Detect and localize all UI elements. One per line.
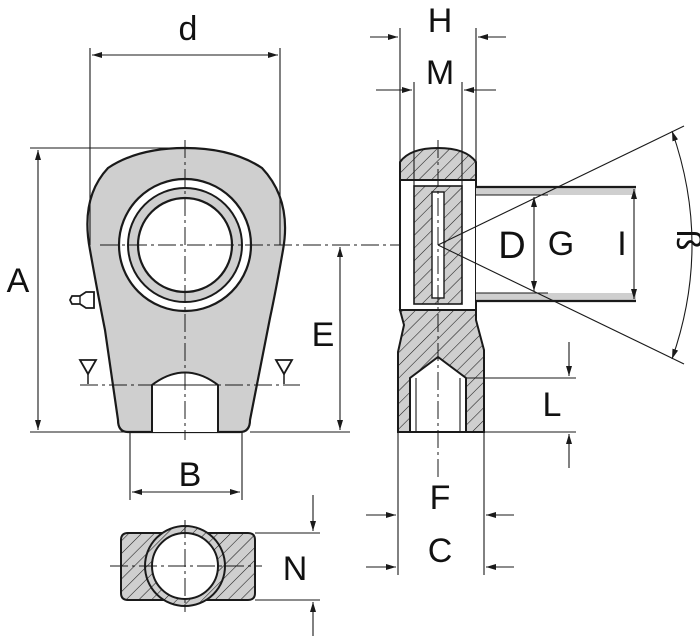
dimension-b: [129, 432, 243, 500]
label-d: d: [179, 10, 198, 48]
dimension-d: [89, 48, 281, 245]
bottom-view: N: [110, 495, 320, 636]
dimension-n: [255, 495, 320, 636]
dimension-l: [466, 342, 576, 468]
label-m: M: [426, 54, 454, 92]
triangle-down-icon: [274, 359, 294, 384]
dimension-h: [370, 28, 506, 180]
dimension-m: [376, 82, 496, 186]
label-a: A: [7, 262, 30, 300]
dimension-a: [30, 147, 185, 433]
label-beta: ß: [669, 230, 700, 251]
label-h: H: [428, 2, 453, 40]
label-f: F: [430, 479, 451, 517]
dimension-e: [250, 247, 350, 433]
label-i: I: [617, 225, 626, 263]
dimension-c: [366, 525, 514, 575]
dimension-beta: [437, 125, 693, 365]
triangle-down-icon: [78, 359, 98, 384]
grease-nipple: [68, 291, 95, 309]
label-d-bore: D: [498, 225, 525, 267]
label-b: B: [179, 456, 202, 494]
label-c: C: [428, 532, 453, 570]
front-view: d A E B: [7, 10, 540, 500]
dimension-f: [366, 432, 514, 525]
side-view: H M D G I ß: [366, 2, 700, 575]
label-g: G: [548, 225, 574, 263]
label-e: E: [312, 316, 335, 354]
label-l: L: [543, 386, 562, 424]
label-n: N: [283, 550, 308, 588]
